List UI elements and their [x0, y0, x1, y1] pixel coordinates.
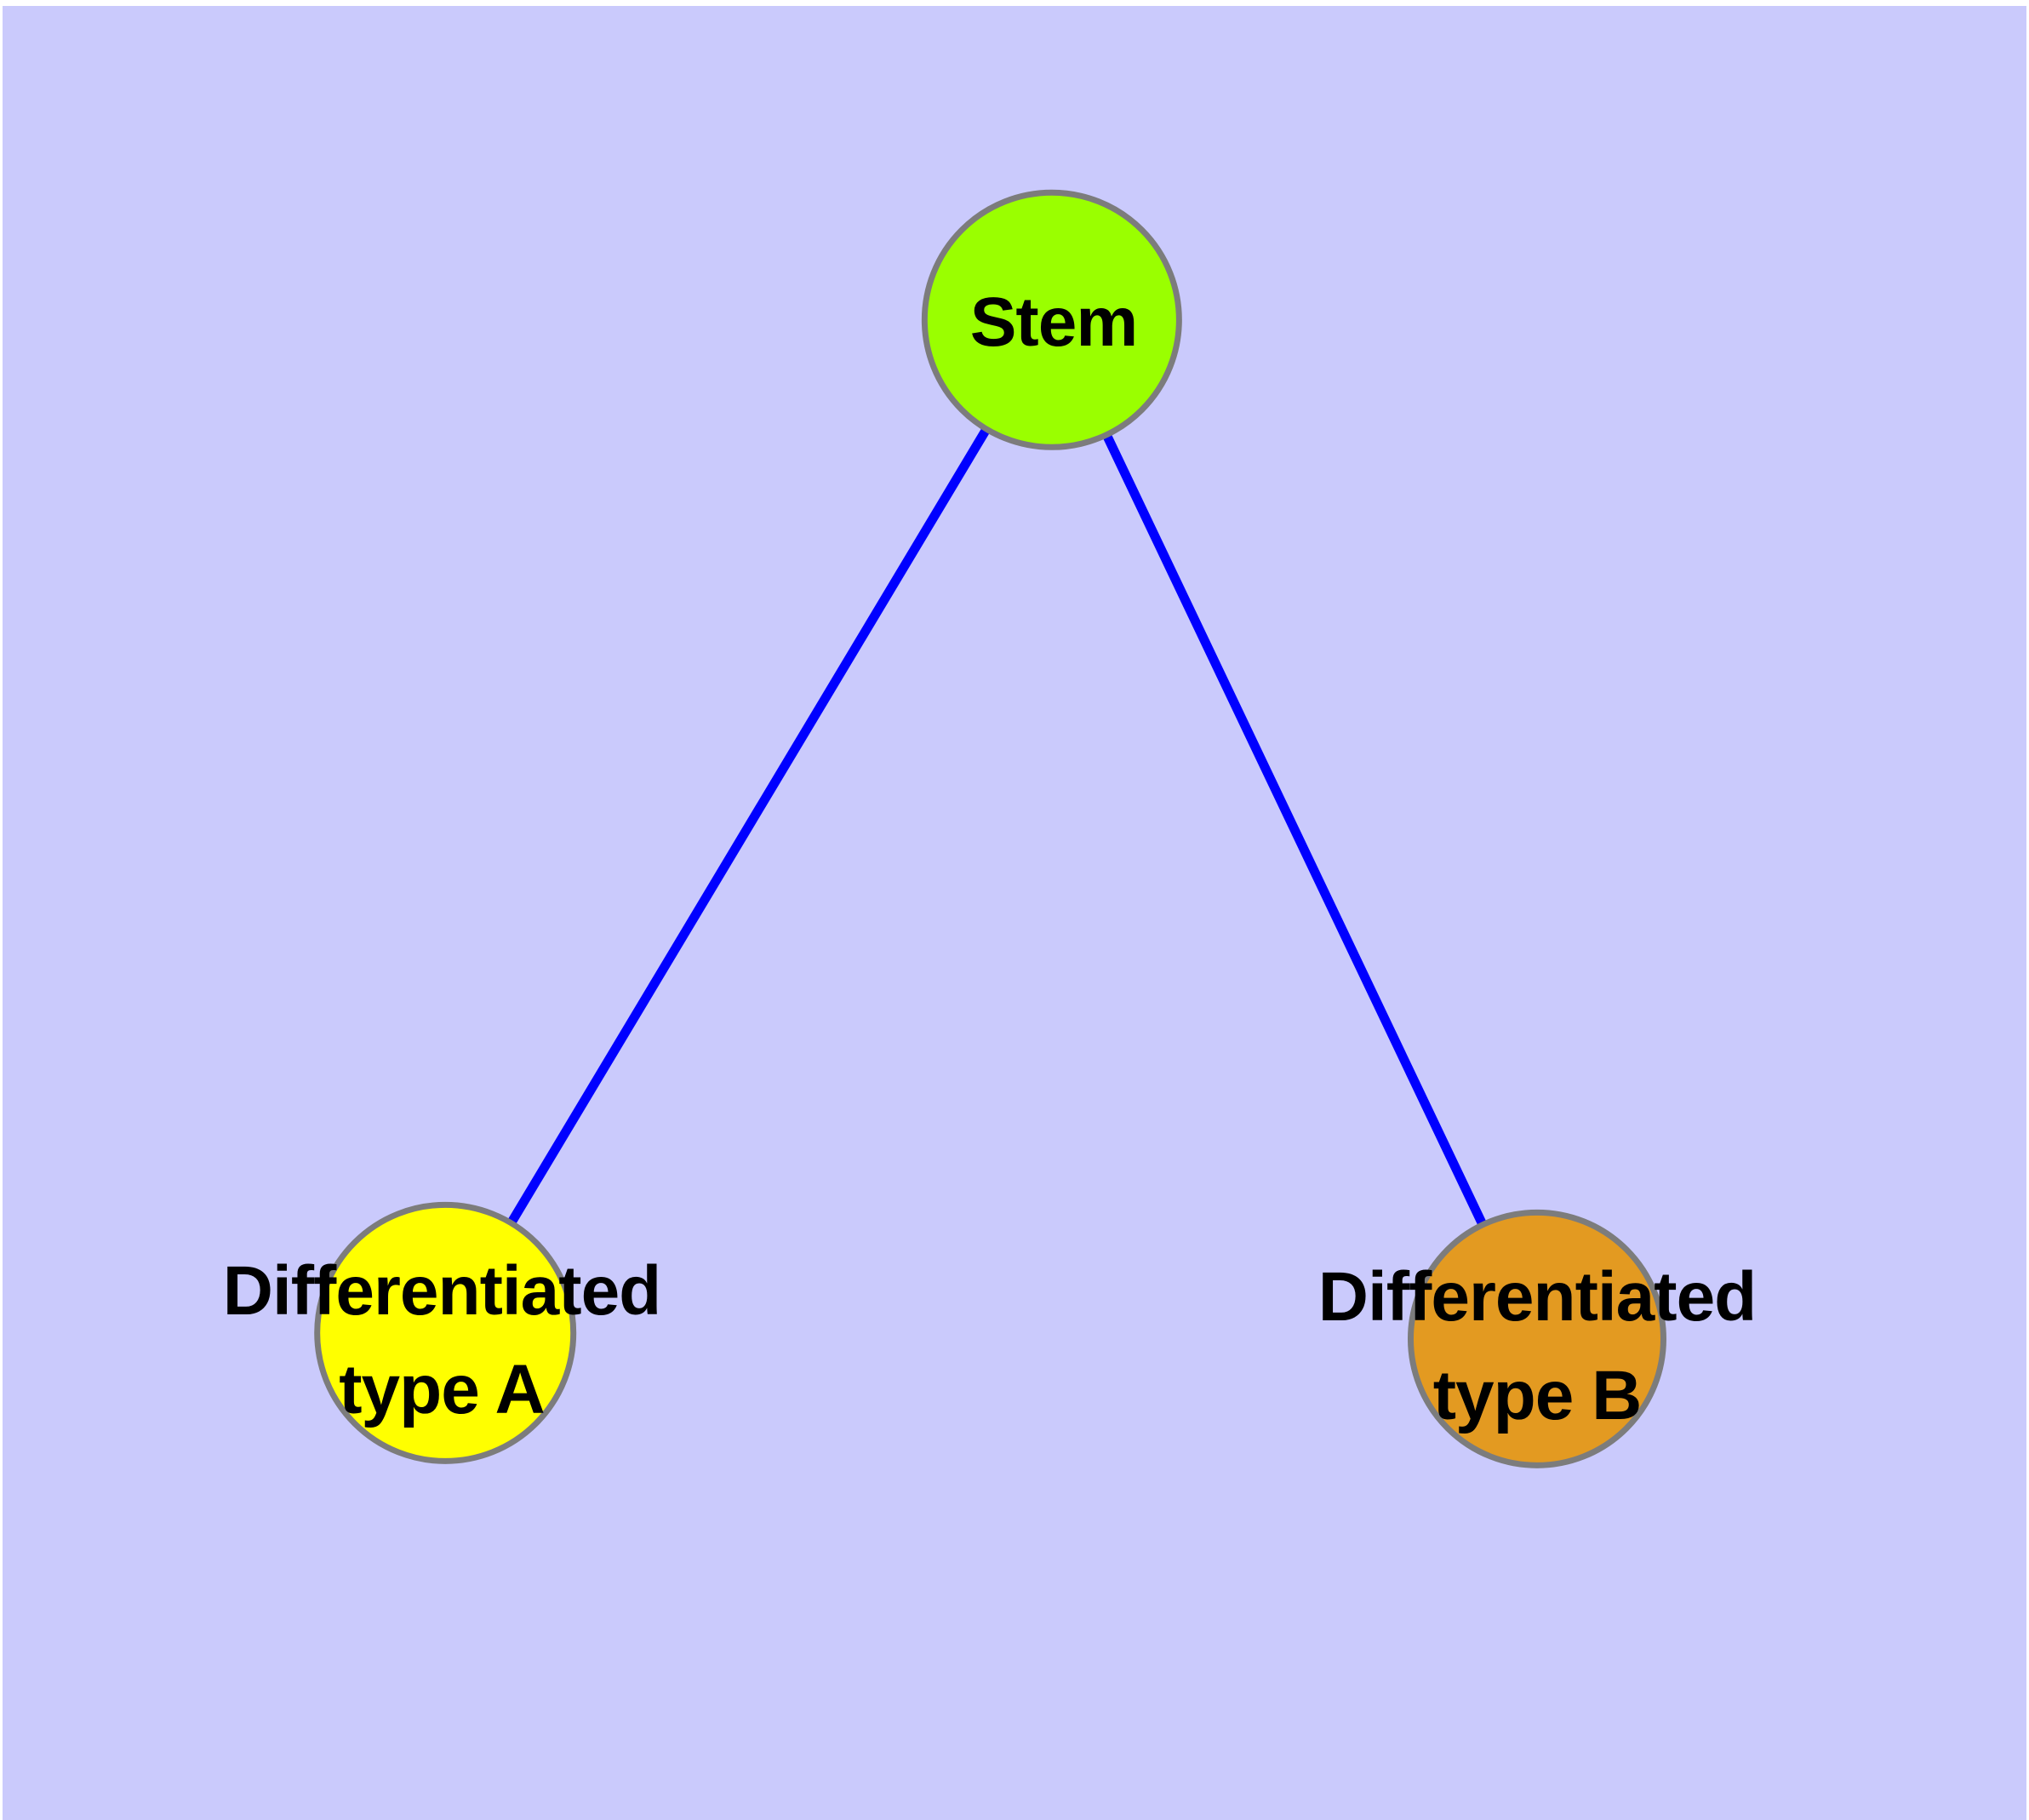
node-type-b-circle [1407, 1209, 1666, 1468]
node-label-type-b-line1: Differentiated [1317, 1258, 1758, 1336]
node-label-type-a: Differentiated type A [222, 1242, 662, 1439]
edge-stem-to-type-a [441, 317, 1056, 1336]
node-type-a-circle [314, 1201, 577, 1464]
node-label-type-b-line2: type B [1432, 1357, 1643, 1434]
diagram-canvas: Stem Differentiated type A Differentiate… [3, 6, 2026, 1820]
node-stem-circle [921, 189, 1182, 450]
node-label-stem-line1: Stem [969, 283, 1139, 361]
node-label-type-b: Differentiated type B [1317, 1248, 1758, 1445]
node-label-type-a-line1: Differentiated [222, 1252, 662, 1330]
graph-svg [314, 189, 1666, 1468]
node-label-type-a-line2: type A [339, 1351, 546, 1428]
edge-stem-to-type-b [1047, 318, 1541, 1342]
node-label-stem: Stem [969, 273, 1139, 372]
